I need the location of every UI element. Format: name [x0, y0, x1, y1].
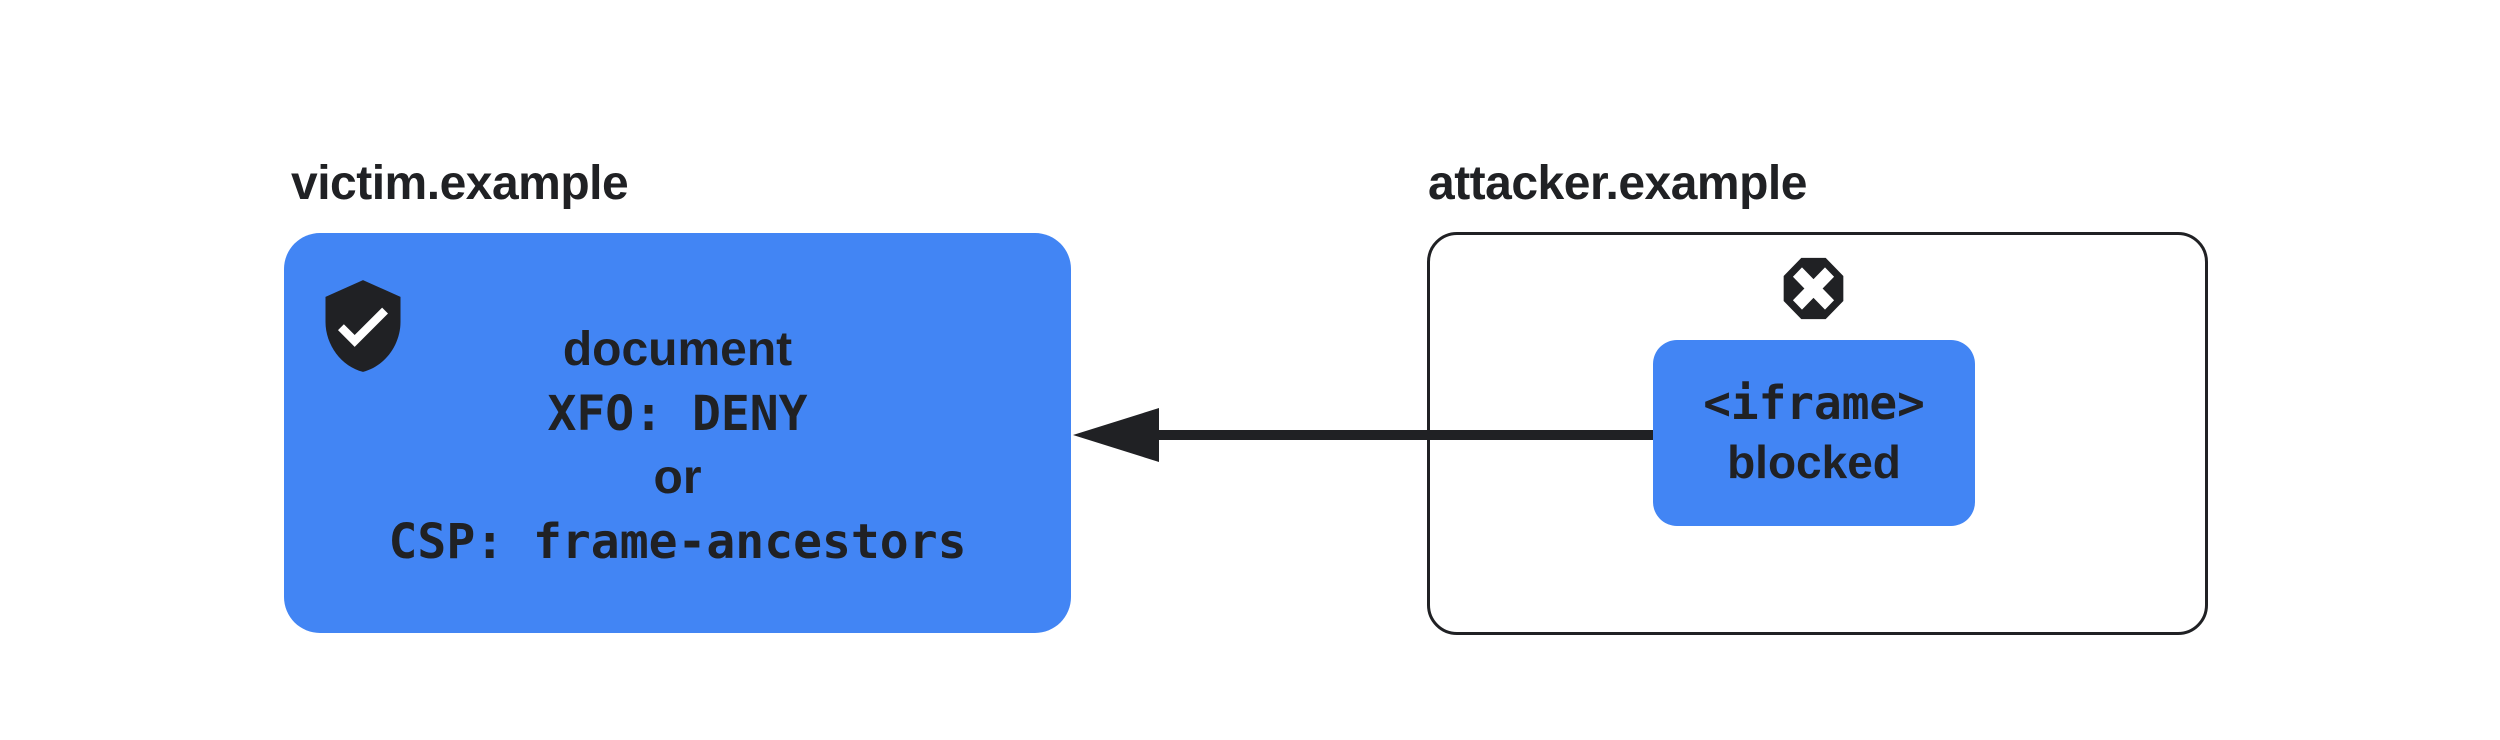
victim-line-document: document: [562, 323, 793, 376]
victim-line-or: or: [653, 451, 702, 504]
blocked-x-icon: [1775, 249, 1852, 328]
victim-domain-label: victim.example: [291, 157, 629, 210]
arrow-head-left-icon: [1073, 408, 1159, 462]
victim-box-text: document XFO: DENY or CSP: frame-ancesto…: [284, 318, 1071, 574]
attacker-domain-label: attacker.example: [1428, 157, 1807, 210]
shield-check-icon: [313, 276, 413, 376]
victim-line-xfo-deny: XFO: DENY: [547, 386, 808, 442]
arrow-line: [1152, 430, 1653, 440]
victim-document-box: document XFO: DENY or CSP: frame-ancesto…: [284, 233, 1071, 633]
victim-line-csp-frame-ancestors: CSP: frame-ancestors: [388, 514, 967, 570]
iframe-blocked-text: blocked: [1727, 436, 1901, 488]
iframe-tag-text: <iframe>: [1703, 376, 1925, 430]
iframe-blocked-box: <iframe> blocked: [1653, 340, 1975, 526]
